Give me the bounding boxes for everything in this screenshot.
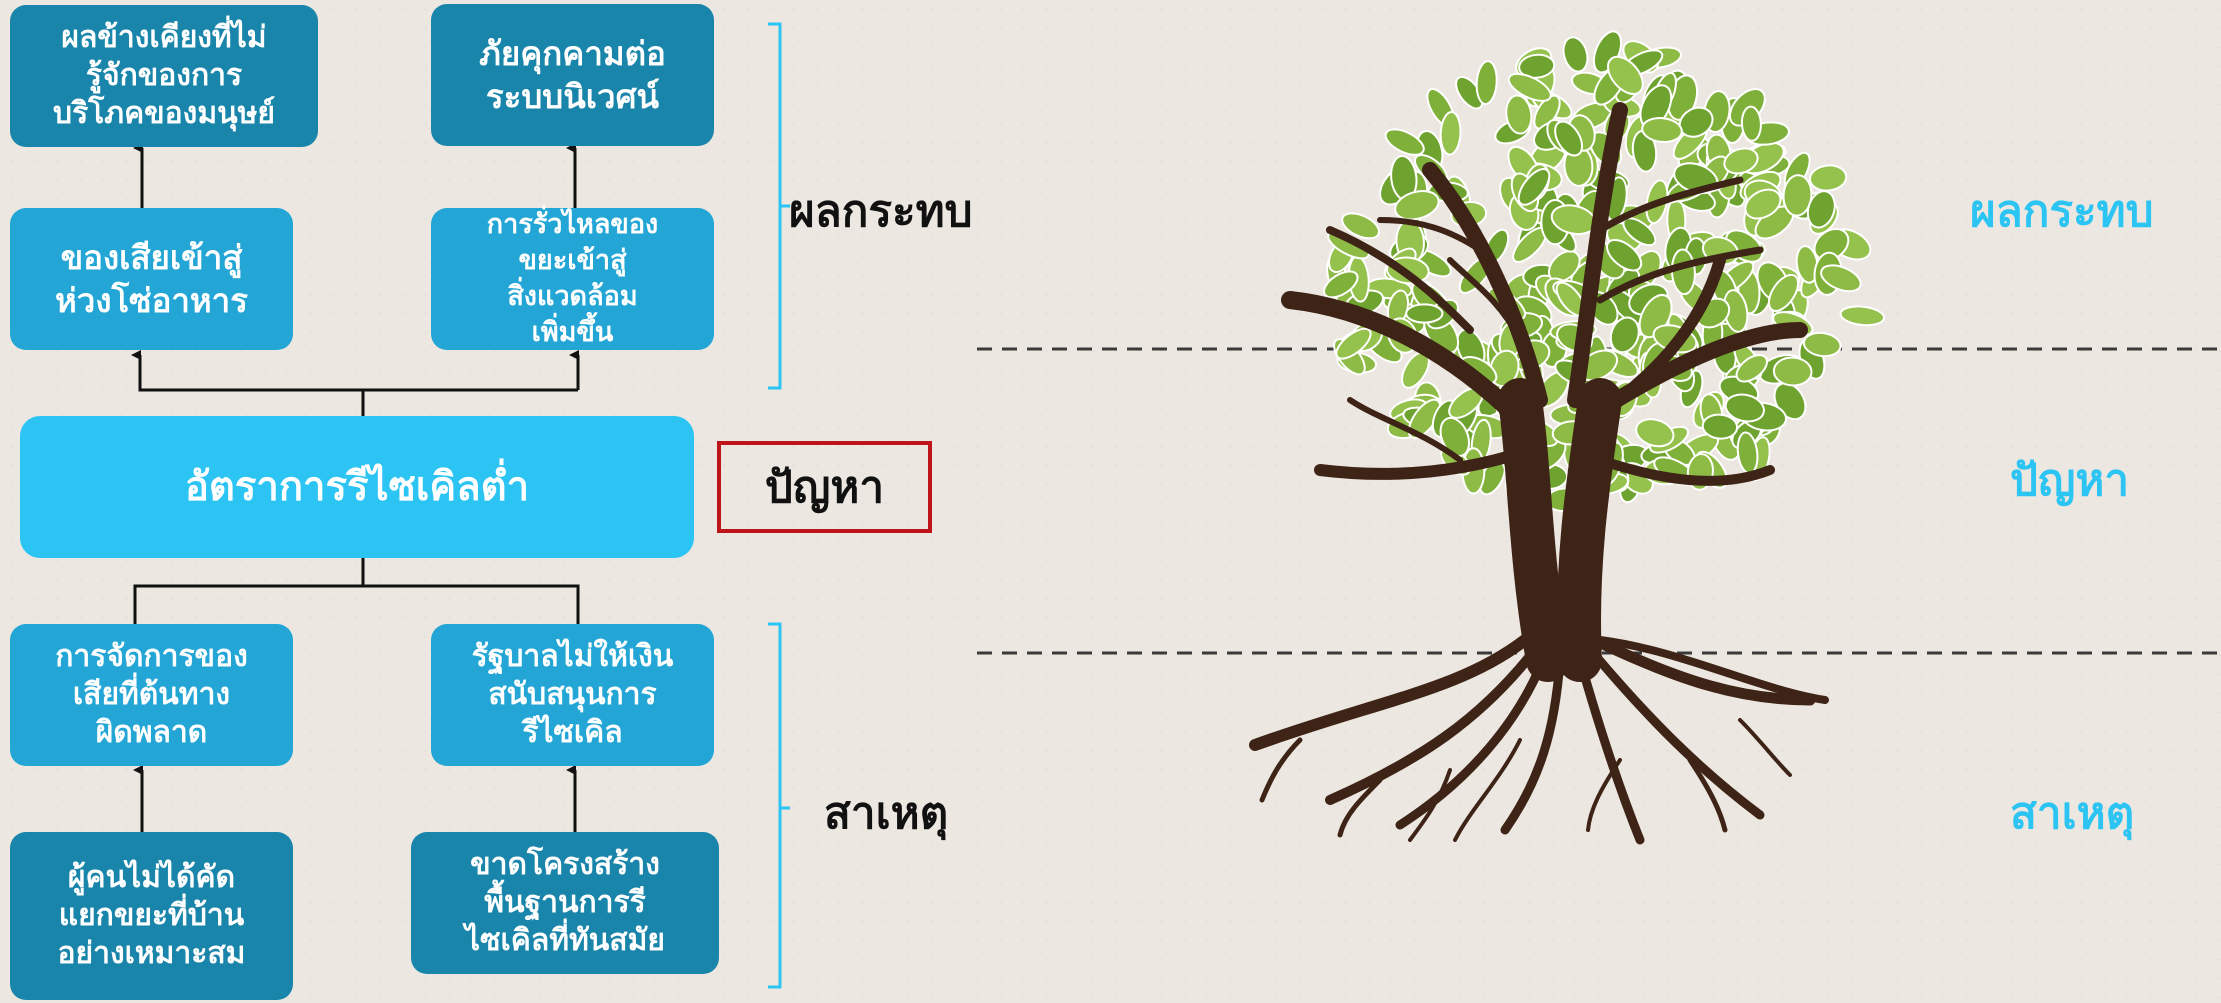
leaf [1505, 94, 1533, 135]
leaf [1439, 416, 1471, 458]
cause-no-government-funding: รัฐบาลไม่ให้เงิน สนับสนุนการ รีไซเคิล [431, 624, 714, 766]
leaf [1517, 168, 1551, 206]
cause-source-waste-mismanagement: การจัดการของ เสียที่ต้นทาง ผิดพลาด [10, 624, 293, 766]
leaf [1802, 331, 1842, 358]
leaf [1475, 60, 1498, 106]
legend-causes-label: สาเหตุ [2010, 788, 2135, 839]
leaf [1740, 105, 1762, 142]
leaf [1772, 356, 1813, 387]
leaf [1533, 94, 1561, 130]
leaf [1607, 55, 1644, 95]
leaf [1394, 190, 1440, 221]
legend-problem-label: ปัญหา [2010, 455, 2130, 506]
leaf [1723, 147, 1759, 175]
legend-effects-label: ผลกระทบ [1970, 186, 2154, 237]
effect-waste-food-chain: ของเสียเข้าสู่ ห่วงโซ่อาหาร [10, 208, 293, 350]
effects-label: ผลกระทบ [789, 186, 973, 237]
leaf [1335, 327, 1372, 360]
leaf [1518, 53, 1556, 79]
tree-roots [1249, 634, 1829, 845]
leaf [1701, 413, 1739, 440]
effect-waste-leakage: การรั่วไหลของ ขยะเข้าสู่ สิ่งแวดล้อม เพิ… [431, 208, 714, 350]
effects-bracket [768, 22, 790, 390]
leaf [1820, 264, 1862, 293]
leaf [1562, 36, 1589, 73]
leaf [1808, 164, 1848, 192]
leaf [1554, 120, 1584, 157]
cause-lack-of-infrastructure: ขาดโครงสร้าง พื้นฐานการรี ไซเคิลที่ทันสม… [411, 832, 719, 974]
leaf [1635, 418, 1675, 448]
leaf [1384, 128, 1425, 156]
effect-ecosystem-threat: ภัยคุกคามต่อ ระบบนิเวศน์ [431, 4, 714, 146]
leaf [1439, 111, 1462, 156]
causes-bracket [768, 622, 790, 989]
leaf [1341, 212, 1381, 240]
problem-to-causes-connector [133, 558, 365, 624]
causes-label: สาเหตุ [824, 788, 949, 839]
leaf [1323, 270, 1359, 299]
effect-unknown-side-effects: ผลข้างเคียงที่ไม่ รู้จักของการ บริโภคของ… [10, 5, 318, 147]
leaf [1813, 228, 1850, 261]
tree-trunk-and-branches [1281, 102, 1808, 682]
problem-label: ปัญหา [764, 462, 885, 513]
leaf [1839, 305, 1886, 327]
cause-improper-home-sorting: ผู้คนไม่ได้คัด แยกขยะที่บ้าน อย่างเหมาะส… [10, 832, 293, 1000]
leaf [1405, 303, 1444, 324]
leaf [1782, 174, 1813, 217]
problem-label-box: ปัญหา [717, 441, 932, 533]
problem-low-recycling-rate: อัตราการรีไซเคิลต่ำ [20, 416, 694, 558]
leaf [1507, 72, 1552, 102]
leaf [1744, 188, 1782, 220]
leaf [1767, 273, 1800, 312]
leaf [1606, 238, 1643, 272]
leaf [1724, 393, 1765, 423]
leaf [1641, 117, 1683, 143]
leaf [1735, 354, 1768, 383]
